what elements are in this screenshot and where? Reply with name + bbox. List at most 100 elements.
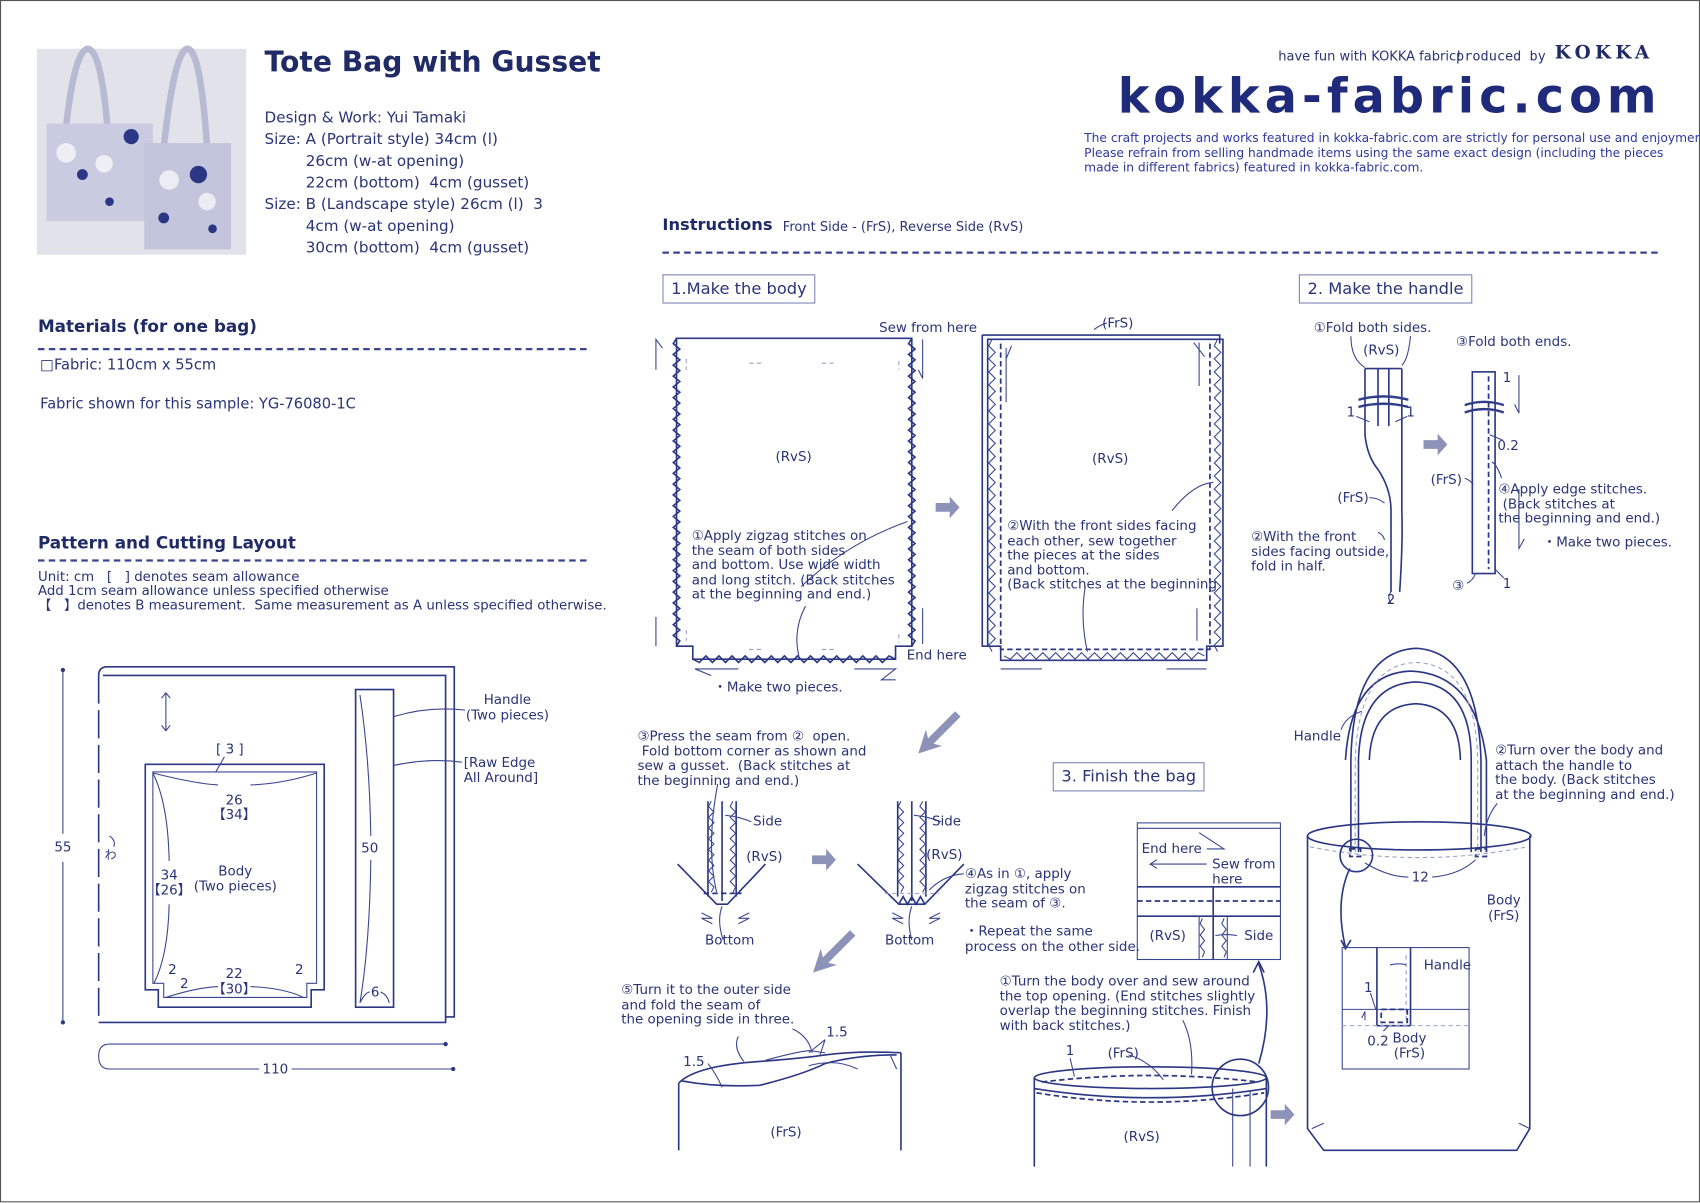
step1-note5: ⑤Turn it to the outer side and fold the … [621,981,795,1027]
rvs-label: (RvS) [926,845,963,863]
handle-width: 6 [370,983,380,1000]
fold-ends-note: ③Fold both ends. [1456,332,1572,350]
zigzag-stitch [1199,918,1227,958]
body-length-b: 【26】 [147,881,192,898]
body-panel-zigzag [655,337,924,681]
rvs-label: (RvS) [1123,1127,1160,1145]
corner-dim: 2 [168,960,177,978]
bottom-width: 22 [225,965,243,982]
step1-note2: ②With the front sides facing each other,… [1007,517,1217,593]
kokka-brand: KOKKA [1554,42,1654,64]
body-label: Body (FrS) [1486,891,1521,923]
handle-spacing: 12 [1411,868,1429,885]
handle-fold-ends [1464,371,1525,584]
materials-heading: Materials (for one bag) [37,316,257,337]
frs-label: (FrS) [1107,1044,1139,1061]
produced-by: produced by [1456,47,1546,64]
handle-piece-label: Handle (Two pieces) [465,691,549,723]
pattern-notes: Unit: cm [ ] denotes seam allowance Add … [37,569,607,614]
finished-tote-bag [1306,647,1532,1152]
make-two-note: ・Make two pieces. [1542,533,1673,550]
body-width-b: 【34】 [212,805,257,823]
gray-arrow-icon [1423,433,1448,456]
divider [37,559,587,562]
side-legend: Front Side - (FrS), Reverse Side (RvS) [782,219,1024,235]
body-panel-sewn [981,322,1224,670]
side-label: Side [753,812,783,829]
sew-from-label: Sew from here [1212,855,1276,887]
cutting-layout [60,665,466,1072]
fold-width: 1.5 [826,1023,848,1040]
divider [37,348,587,351]
fold-dim: 1 [1406,403,1415,420]
zigzag-stitch [671,337,917,664]
step2-note4: ④Apply edge stitches. (Back stitches at … [1498,480,1661,527]
corner-dim: 2 [294,960,304,978]
frs-label: (FrS) [770,1123,802,1140]
step-ref: ③ [1452,577,1465,594]
step1-title: 1.Make the body [662,274,816,304]
rvs-label: (RvS) [1149,927,1186,944]
bottom-label: Bottom [705,931,755,948]
rvs-label: (RvS) [1363,341,1400,358]
end-here-label: End here [906,646,967,663]
frs-label: (FrS) [1430,470,1462,488]
size-b-width: 4cm (w-at opening) [305,217,455,236]
gusset-before [677,783,767,941]
step1-note1: ①Apply zigzag stitches on the seam of bo… [691,526,895,603]
dimension-height: 55 [54,838,72,855]
seam-allowance-top: [ 3 ] [216,740,244,757]
material-item: □Fabric: 110cm x 55cm [40,356,217,375]
fold-mark: わ [104,848,117,863]
side-label: Side [1244,927,1274,944]
bottom-width-b: 【30】 [212,980,257,997]
handle-label: Handle [1293,727,1341,744]
instructions-heading: Instructions [662,214,773,235]
step1-note4: ④As in ①, apply zigzag stitches on the s… [964,865,1086,911]
frs-label: (FrS) [1337,489,1369,506]
step2-title: 2. Make the handle [1298,274,1473,304]
step2-note2: ②With the front sides facing outside, fo… [1251,527,1390,574]
tagline: have fun with KOKKA fabric! [1278,48,1462,64]
bag-opening-fold [677,1028,902,1151]
zigzag-stitch [988,339,1222,660]
fold-dim: 1 [1502,574,1512,592]
sample-photo [36,45,247,255]
fold-dim: 2 [1386,591,1396,608]
site-logo: kokka-fabric.com [1118,70,1657,125]
page-title: Tote Bag with Gusset [264,46,601,80]
body-width: 26 [225,791,243,808]
disclaimer: The craft projects and works featured in… [1084,131,1700,175]
seam-dim: 1 [1065,1042,1075,1059]
rvs-label: (RvS) [1092,450,1129,467]
gray-arrow-icon [918,711,961,754]
bottom-label: Bottom [884,931,935,948]
size-a: Size: A (Portrait style) 34cm (l) [264,131,498,149]
sample-fabric: Fabric shown for this sample: YG-76080-1… [40,395,356,414]
gray-arrow-icon [935,496,960,519]
seam-detail-inset [1136,822,1281,961]
fold-dim: 1 [1346,403,1356,420]
handle-fold-sides [1350,336,1412,604]
body-label: Body (FrS) [1392,1029,1427,1061]
handle-label: Handle [1423,956,1472,973]
side-label: Side [931,812,962,829]
pattern-heading: Pattern and Cutting Layout [37,533,296,553]
step3-note2: ②Turn over the body and attach the handl… [1495,741,1675,803]
size-a-bottom: 22cm (bottom) 4cm (gusset) [305,174,530,192]
fold-width: 1.5 [683,1052,705,1070]
fold-sides-note: ①Fold both sides. [1313,318,1432,336]
corner-dim: 2 [180,974,189,992]
handle-length: 50 [361,839,379,856]
gray-arrow-icon [812,848,836,871]
gusset-after [857,800,965,941]
size-b-bottom: 30cm (bottom) 4cm (gusset) [305,239,530,257]
repeat-note: ・Repeat the same process on the other si… [964,922,1140,954]
make-two-note: ・Make two pieces. [713,678,843,695]
seam-dim: 1 [1363,979,1373,996]
size-b: Size: B (Landscape style) 26cm (l) 3 [264,196,543,214]
divider [662,251,1658,254]
frs-label: (FrS) [1102,314,1134,331]
